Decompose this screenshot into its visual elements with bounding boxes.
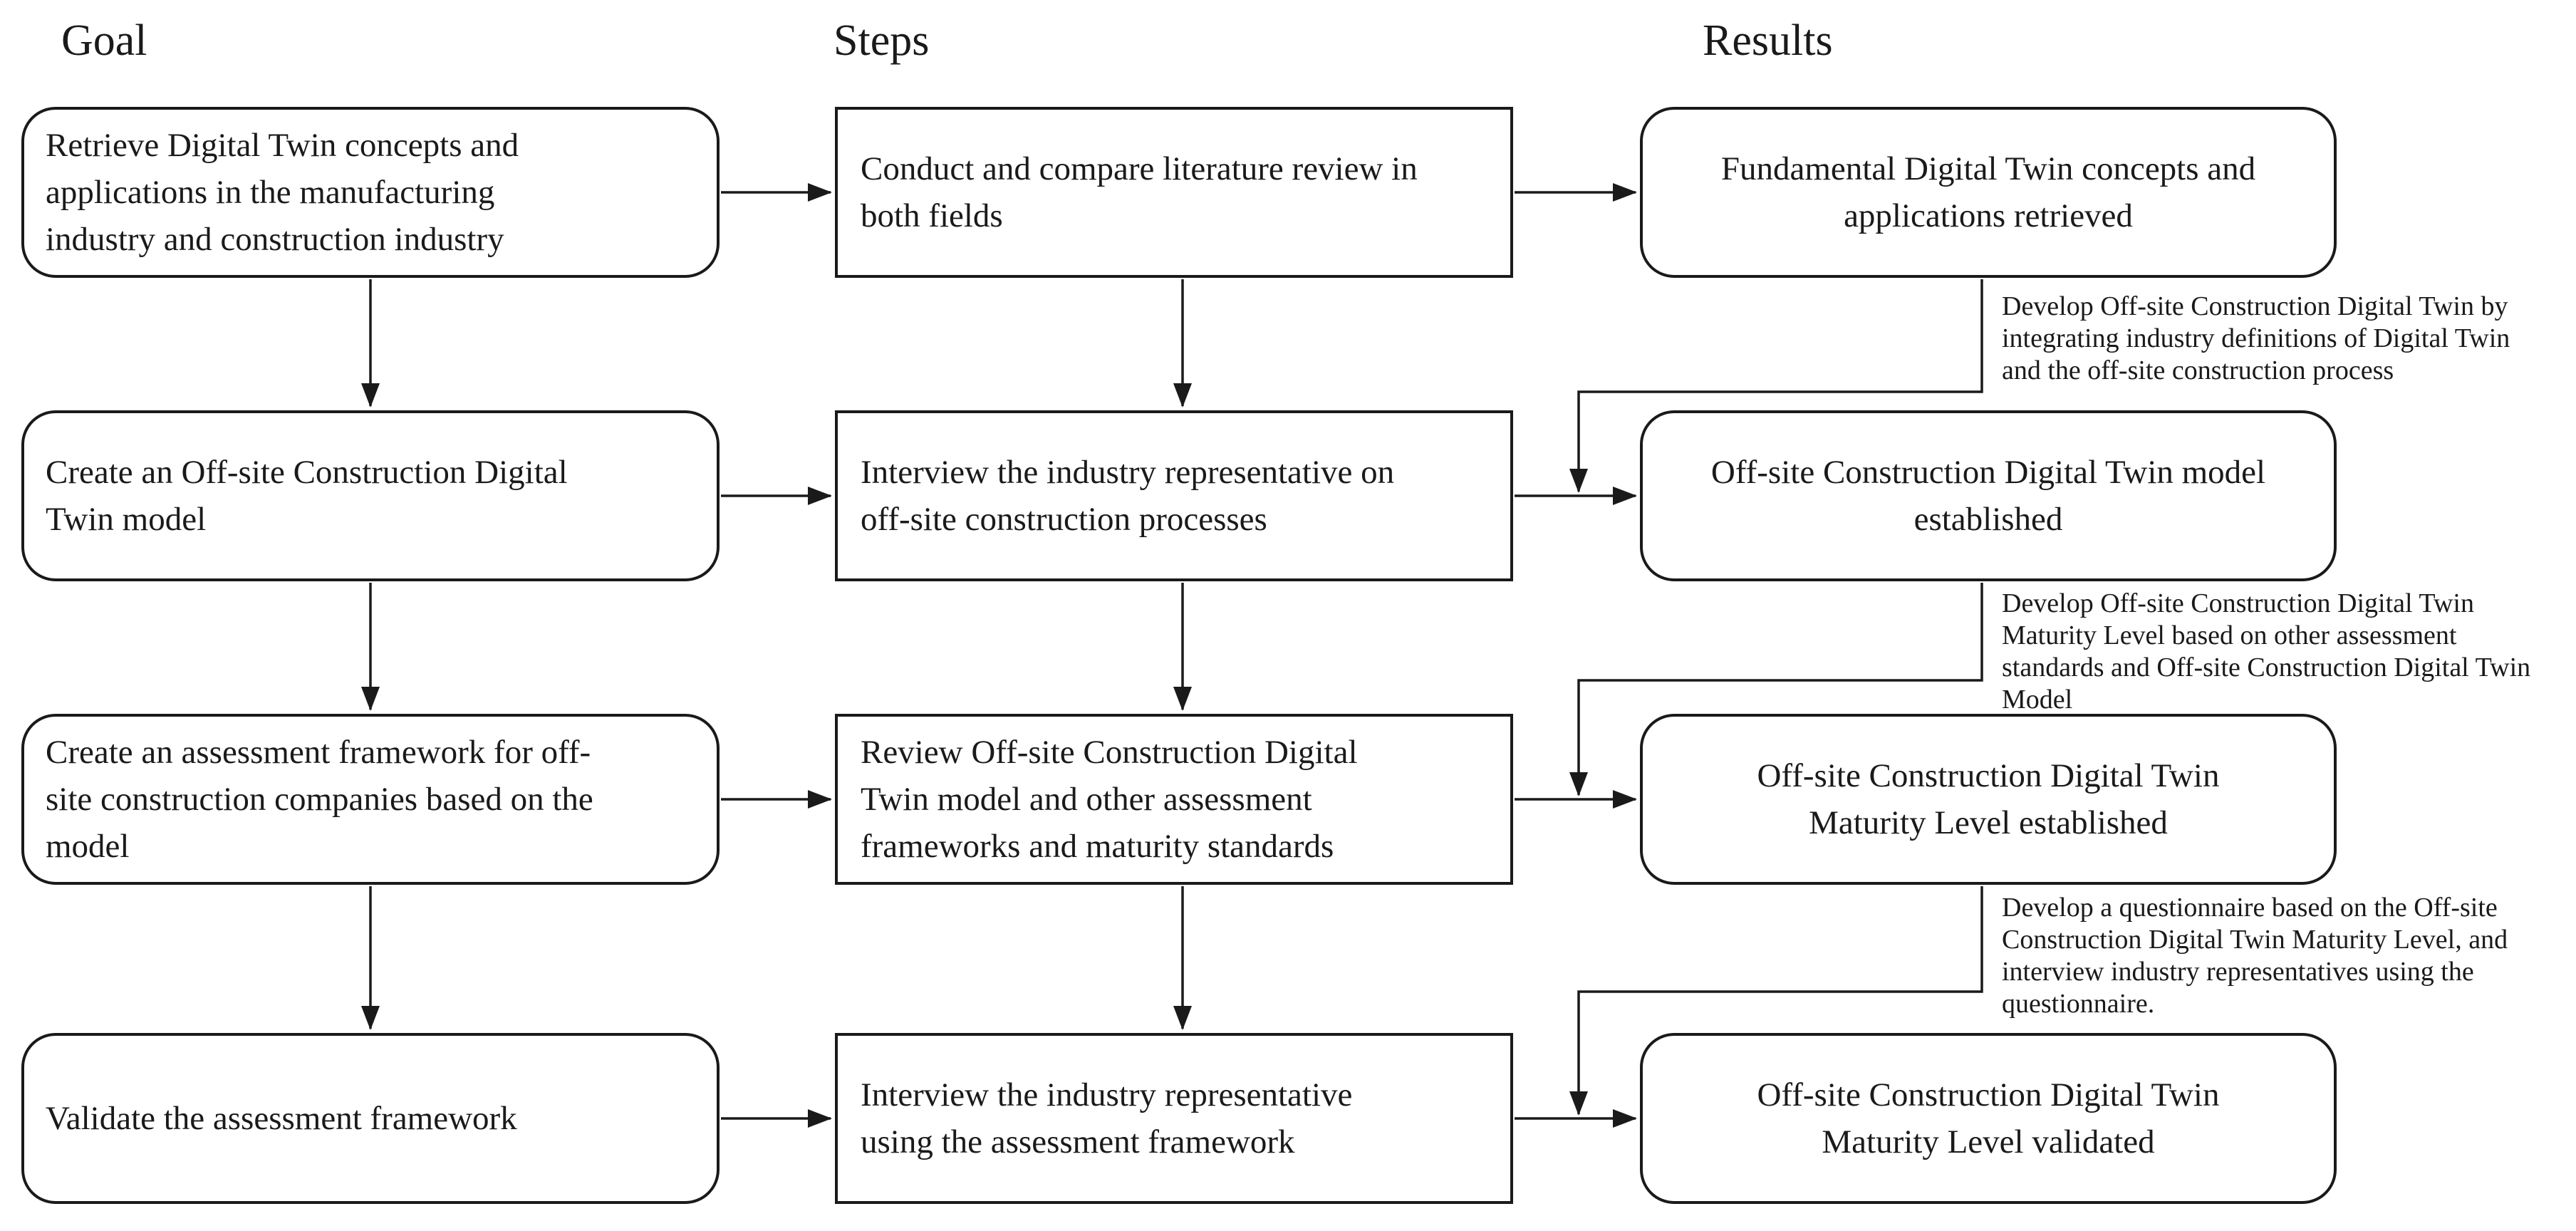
- column-header-goal: Goal: [61, 16, 147, 65]
- annotation-line: by integrating industry definitions of D…: [2002, 291, 2508, 353]
- annotation-line: Develop Off-site Construction Digital Tw…: [2002, 291, 2474, 321]
- step-box-1-line: both fields: [861, 197, 1003, 234]
- connector-result1-to-row2: [1569, 279, 1983, 493]
- goal-box-3: Create an assessment framework for off- …: [21, 714, 720, 885]
- goal-box-2-line: Twin model: [46, 501, 207, 538]
- goal-box-3-line: site construction companies based on the: [46, 781, 593, 818]
- goal-box-4-line: Validate the assessment framework: [46, 1100, 517, 1137]
- goal-box-2: Create an Off-site Construction Digital …: [21, 410, 720, 581]
- annotation-line: standards and Off-site Construction Digi…: [2002, 653, 2469, 682]
- goal-box-3-line: Create an assessment framework for off-: [46, 734, 591, 771]
- step-box-2-line: Interview the industry representative on: [861, 454, 1395, 491]
- step-box-1: Conduct and compare literature review in…: [835, 107, 1513, 278]
- result-box-1-line: Fundamental Digital Twin concepts and: [1720, 150, 2256, 187]
- connector-result3-to-row4: [1569, 886, 1983, 1116]
- step-box-2: Interview the industry representative on…: [835, 410, 1513, 581]
- step-box-2-line: off-site construction processes: [861, 501, 1267, 538]
- result-box-4: Off-site Construction Digital Twin Matur…: [1640, 1033, 2337, 1204]
- column-header-steps: Steps: [833, 16, 930, 65]
- annotation-line: Twin Model: [2002, 653, 2531, 715]
- result-box-2-line: established: [1913, 501, 2063, 538]
- step-box-4-line: using the assessment framework: [861, 1123, 1295, 1160]
- result-box-1-line: applications retrieved: [1844, 197, 2133, 234]
- goal-box-1-line: industry and construction industry: [46, 221, 504, 258]
- step-box-4-line: Interview the industry representative: [861, 1076, 1353, 1113]
- step-box-3-line: Twin model and other assessment: [861, 781, 1312, 818]
- result-box-3-line: Maturity Level established: [1809, 804, 2168, 841]
- annotation-line: and interview industry representatives u…: [2002, 925, 2508, 987]
- annotation-line: Develop Off-site Construction Digital Tw…: [2002, 588, 2474, 618]
- result-box-3: Off-site Construction Digital Twin Matur…: [1640, 714, 2337, 885]
- column-header-results: Results: [1703, 16, 1833, 65]
- goal-box-1: Retrieve Digital Twin concepts and appli…: [21, 107, 720, 278]
- result-box-3-line: Off-site Construction Digital Twin: [1757, 757, 2220, 794]
- goal-box-1-line: Retrieve Digital Twin concepts and: [46, 127, 519, 164]
- connector-result2-to-row3: [1569, 583, 1983, 796]
- annotation-line: the questionnaire.: [2002, 957, 2474, 1019]
- step-box-3-line: Review Off-site Construction Digital: [861, 734, 1358, 771]
- annotation-line: Maturity Level based on other assessment: [2002, 620, 2457, 650]
- goal-box-2-line: Create an Off-site Construction Digital: [46, 454, 568, 491]
- result-box-4-line: Maturity Level validated: [1822, 1123, 2155, 1160]
- step-box-4: Interview the industry representative us…: [835, 1033, 1513, 1204]
- step-box-3-line: frameworks and maturity standards: [861, 828, 1334, 865]
- annotation-develop-questionnaire: Develop a questionnaire based on the Off…: [2002, 892, 2550, 1020]
- result-box-4-line: Off-site Construction Digital Twin: [1757, 1076, 2220, 1113]
- goal-box-1-line: applications in the manufacturing: [46, 174, 495, 211]
- annotation-develop-dt-model: Develop Off-site Construction Digital Tw…: [2002, 291, 2550, 387]
- result-box-2-line: Off-site Construction Digital Twin model: [1710, 454, 2266, 491]
- step-box-3: Review Off-site Construction Digital Twi…: [835, 714, 1513, 885]
- goal-box-3-line: model: [46, 828, 130, 865]
- annotation-develop-maturity-level: Develop Off-site Construction Digital Tw…: [2002, 588, 2550, 716]
- result-box-1: Fundamental Digital Twin concepts and ap…: [1640, 107, 2337, 278]
- goal-box-4: Validate the assessment framework: [21, 1033, 720, 1204]
- annotation-line: Construction Digital Twin Maturity Level…: [2002, 925, 2462, 955]
- annotation-line: Develop a questionnaire based on the Off…: [2002, 893, 2498, 923]
- result-box-2: Off-site Construction Digital Twin model…: [1640, 410, 2337, 581]
- annotation-line: Twin and the off-site construction proce…: [2002, 323, 2510, 385]
- step-box-1-line: Conduct and compare literature review in: [861, 150, 1418, 187]
